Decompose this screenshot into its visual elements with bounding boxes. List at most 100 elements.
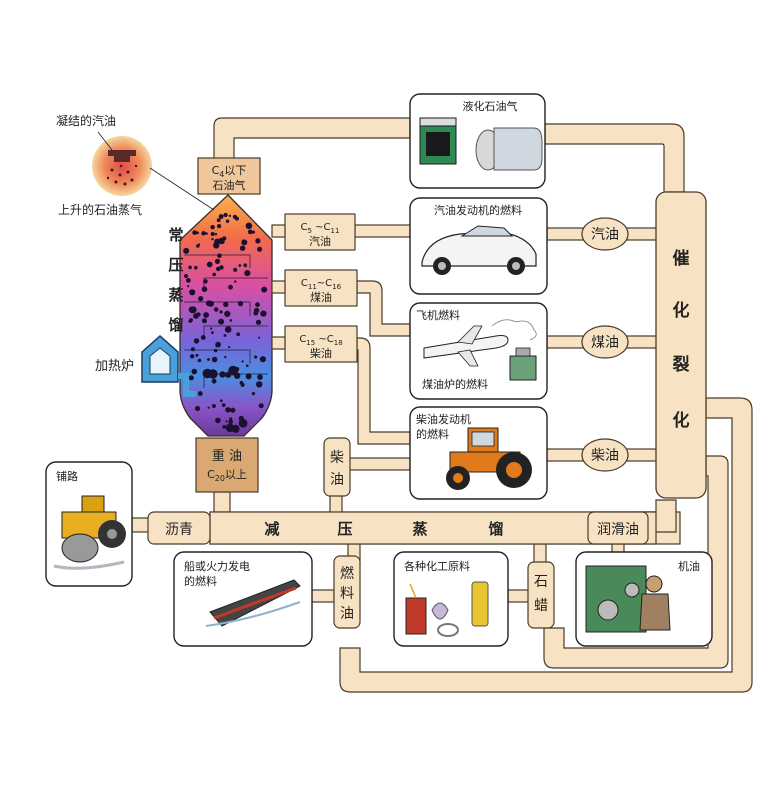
- tower-bubble: [193, 338, 200, 344]
- paraffin-char-2: 蜡: [534, 598, 548, 614]
- fuel-oil-char-3: 油: [340, 606, 354, 622]
- product-diesel-engine: 柴油发动机 的燃料: [409, 406, 548, 500]
- paraffin-char-1: 石: [534, 574, 548, 590]
- product-machine-oil: 机油: [575, 551, 713, 647]
- tower-bubble: [195, 353, 199, 357]
- tower-bubble: [206, 261, 213, 268]
- svg-text:裂: 裂: [672, 354, 690, 375]
- vacuum-diesel-char-2: 油: [330, 472, 344, 488]
- tower-bubble: [212, 272, 216, 277]
- tower-bubble: [192, 230, 197, 235]
- heavy-oil-line1: 重 油: [212, 448, 242, 464]
- lubricant-box: [587, 511, 649, 545]
- tower-bubble: [187, 285, 190, 288]
- tower-bubble: [219, 265, 224, 270]
- tower-bubble: [228, 284, 233, 290]
- cracking-gasoline-badge: [581, 217, 629, 251]
- svg-text:船或火力发电: 船或火力发电: [184, 559, 250, 573]
- svg-text:蒸: 蒸: [412, 520, 427, 538]
- svg-text:压: 压: [168, 256, 183, 274]
- tower-bubble: [186, 278, 191, 283]
- tower-bubble: [237, 301, 244, 307]
- tower-bubble: [211, 356, 218, 363]
- svg-text:蒸: 蒸: [168, 286, 183, 304]
- tower-bubble: [190, 347, 195, 352]
- svg-text:减: 减: [264, 520, 279, 538]
- heavy-oil-line2: C20以上: [207, 468, 247, 483]
- tower-bubble: [253, 307, 260, 314]
- tower-bubble: [247, 229, 253, 235]
- tower-bubble: [223, 301, 229, 308]
- asphalt-label: 沥青: [165, 522, 193, 538]
- tower-bubble: [194, 265, 198, 270]
- svg-text:各种化工原料: 各种化工原料: [404, 559, 470, 573]
- atmospheric-label: 常 压 蒸 馏: [167, 226, 183, 334]
- tower-bubble: [210, 232, 215, 236]
- tower-bubble: [245, 373, 252, 380]
- tower-bubble: [198, 296, 204, 302]
- product-chemicals: 各种化工原料: [393, 551, 509, 647]
- tower-bubble: [183, 247, 190, 254]
- heater-label: 加热炉: [95, 359, 134, 374]
- rising-vapor-label: 上升的石油蒸气: [58, 202, 142, 217]
- tower-bubble: [196, 312, 201, 317]
- svg-text:化: 化: [673, 410, 690, 431]
- tower-bubble: [246, 364, 249, 368]
- tower-bubble: [225, 407, 231, 413]
- light-gas-line2: 石油气: [213, 178, 246, 192]
- tower-bubble: [222, 236, 227, 241]
- tower-bubble: [260, 310, 267, 317]
- tower-bubble: [217, 253, 222, 258]
- tower-bubble: [203, 312, 210, 318]
- tower-bubble: [211, 238, 214, 241]
- tower-bubble: [210, 327, 213, 330]
- condensed-pointer: [97, 131, 113, 151]
- fraction-box-kerosene: C11~C16 煤油: [271, 269, 358, 307]
- product-aircraft-kerosene: 飞机燃料 煤油炉的燃料: [409, 302, 548, 400]
- tower-bubble: [191, 368, 198, 375]
- tower-bubble: [216, 218, 221, 223]
- tower-bubble: [201, 318, 207, 324]
- svg-text:铺路: 铺路: [56, 470, 78, 483]
- tower-bubble: [224, 355, 227, 359]
- fuel-oil-box: [333, 555, 361, 629]
- tower-bubble: [258, 403, 264, 409]
- tower-bubble: [189, 289, 196, 296]
- atmospheric-tower: [179, 194, 273, 437]
- svg-text:柴油: 柴油: [310, 346, 332, 360]
- vacuum-diesel-box: [323, 437, 351, 497]
- tower-bubble: [188, 265, 192, 270]
- cracking-outputs: 汽油 煤油 柴油: [581, 217, 629, 472]
- tower-bubble: [257, 246, 263, 252]
- svg-text:馏: 馏: [167, 316, 183, 334]
- tower-bubble: [189, 354, 195, 359]
- tower-bubble: [197, 391, 203, 396]
- tower-bubble: [210, 225, 215, 230]
- svg-text:化: 化: [673, 300, 690, 321]
- tower-bubble: [244, 270, 251, 277]
- tower-bubble: [210, 369, 213, 372]
- tower-bubble: [259, 356, 266, 363]
- tower-bubble: [196, 244, 200, 248]
- condensed-gasoline-label: 凝结的汽油: [56, 113, 116, 128]
- tower-bubble: [245, 222, 253, 230]
- tower-bubble: [213, 242, 220, 249]
- tower-bubble: [254, 312, 257, 316]
- tower-bubble: [225, 219, 230, 223]
- tower-bubble: [229, 417, 233, 421]
- tower-bubble: [211, 378, 217, 384]
- tower-bubble: [205, 232, 208, 235]
- svg-text:的燃料: 的燃料: [184, 574, 217, 588]
- tower-bubble: [225, 420, 228, 423]
- svg-text:C15 ~C18: C15 ~C18: [299, 334, 342, 347]
- svg-text:的燃料: 的燃料: [416, 427, 449, 441]
- tower-bubble: [236, 332, 241, 337]
- tower-bubble: [243, 263, 247, 267]
- cracking-kerosene-badge: [581, 325, 629, 359]
- tower-bubble: [217, 224, 222, 229]
- tower-bubble: [219, 371, 226, 378]
- tower-bubble: [194, 405, 201, 412]
- tower-bubble: [239, 380, 244, 385]
- svg-text:煤油炉的燃料: 煤油炉的燃料: [422, 377, 488, 391]
- tower-bubble: [189, 318, 194, 322]
